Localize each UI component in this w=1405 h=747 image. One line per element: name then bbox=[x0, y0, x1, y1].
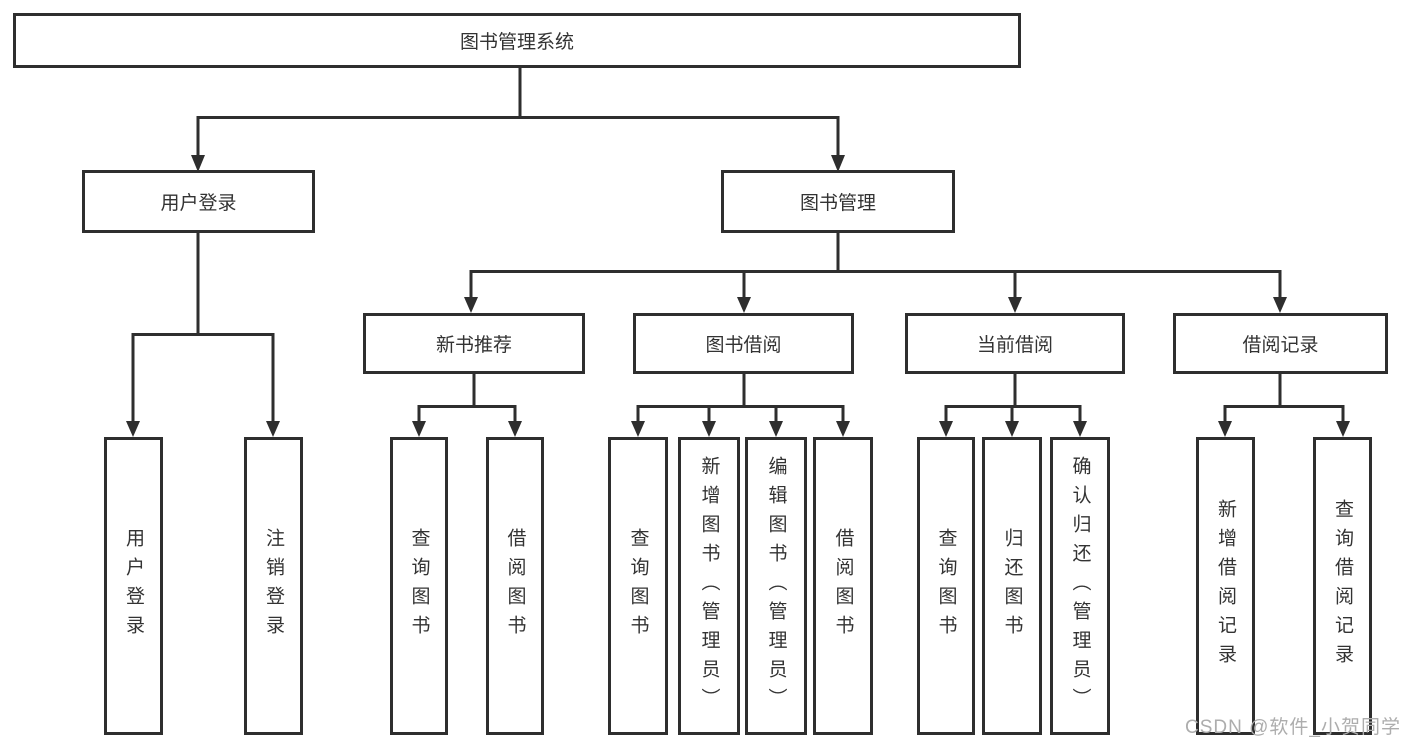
node-label: 借阅图书 bbox=[504, 528, 526, 644]
node-label: 新书推荐 bbox=[435, 335, 512, 356]
node-leaf-query-books-nb: 查询图书 bbox=[390, 437, 448, 735]
arrowhead-icon bbox=[126, 421, 140, 437]
csdn-watermark: CSDN @软件_小贺同学 bbox=[1185, 717, 1401, 738]
node-book-management: 图书管理 bbox=[721, 170, 955, 233]
node-library-management-system: 图书管理系统 bbox=[13, 13, 1021, 68]
node-label: 查询图书 bbox=[627, 528, 649, 644]
node-label: 确认归还（管理员） bbox=[1069, 455, 1091, 717]
arrowhead-group bbox=[126, 155, 1350, 437]
node-book-borrow: 图书借阅 bbox=[633, 313, 854, 374]
node-borrow-records: 借阅记录 bbox=[1173, 313, 1388, 374]
node-leaf-query-borrow-record: 查询借阅记录 bbox=[1313, 437, 1372, 735]
node-leaf-user-login: 用户登录 bbox=[104, 437, 163, 735]
node-new-book-recommend: 新书推荐 bbox=[363, 313, 585, 374]
node-label: 编辑图书（管理员） bbox=[765, 455, 787, 717]
node-label: 当前借阅 bbox=[976, 335, 1053, 356]
node-label: 用户登录 bbox=[123, 528, 144, 644]
arrowhead-icon bbox=[1336, 421, 1350, 437]
node-label: 注销登录 bbox=[263, 528, 284, 644]
arrowhead-icon bbox=[464, 297, 478, 313]
node-leaf-query-books-cb: 查询图书 bbox=[917, 437, 975, 735]
arrowhead-icon bbox=[702, 421, 716, 437]
node-label: 借阅图书 bbox=[832, 528, 854, 644]
node-label: 新增借阅记录 bbox=[1215, 499, 1236, 673]
arrowhead-icon bbox=[1218, 421, 1232, 437]
arrowhead-icon bbox=[412, 421, 426, 437]
arrowhead-icon bbox=[831, 155, 845, 172]
node-label: 借阅记录 bbox=[1242, 335, 1319, 356]
node-leaf-edit-books-admin: 编辑图书（管理员） bbox=[745, 437, 807, 735]
arrowhead-icon bbox=[1008, 297, 1022, 313]
node-user-login: 用户登录 bbox=[82, 170, 315, 233]
node-label: 图书管理系统 bbox=[459, 32, 574, 53]
arrowhead-icon bbox=[769, 421, 783, 437]
arrowhead-icon bbox=[191, 155, 205, 172]
node-leaf-logout: 注销登录 bbox=[244, 437, 303, 735]
node-label: 图书借阅 bbox=[705, 335, 782, 356]
node-label: 查询借阅记录 bbox=[1332, 499, 1353, 673]
node-leaf-borrow-books-nb: 借阅图书 bbox=[486, 437, 544, 735]
arrowhead-icon bbox=[836, 421, 850, 437]
node-label: 新增图书（管理员） bbox=[698, 455, 720, 717]
node-label: 图书管理 bbox=[799, 193, 876, 214]
arrowhead-icon bbox=[631, 421, 645, 437]
arrowhead-icon bbox=[508, 421, 522, 437]
node-leaf-add-borrow-record: 新增借阅记录 bbox=[1196, 437, 1255, 735]
node-leaf-query-books-bb: 查询图书 bbox=[608, 437, 668, 735]
node-label: 归还图书 bbox=[1001, 528, 1023, 644]
node-label: 查询图书 bbox=[935, 528, 957, 644]
node-label: 查询图书 bbox=[408, 528, 430, 644]
node-current-borrow: 当前借阅 bbox=[905, 313, 1125, 374]
node-label: 用户登录 bbox=[160, 193, 237, 214]
node-leaf-borrow-books-bb: 借阅图书 bbox=[813, 437, 873, 735]
connector-line-group bbox=[131, 68, 1345, 422]
node-leaf-return-books: 归还图书 bbox=[982, 437, 1042, 735]
arrowhead-icon bbox=[266, 421, 280, 437]
arrowhead-icon bbox=[1005, 421, 1019, 437]
node-leaf-confirm-return-admin: 确认归还（管理员） bbox=[1050, 437, 1110, 735]
arrowhead-icon bbox=[737, 297, 751, 313]
arrowhead-icon bbox=[1073, 421, 1087, 437]
arrowhead-icon bbox=[939, 421, 953, 437]
arrowhead-icon bbox=[1273, 297, 1287, 313]
node-leaf-add-books-admin: 新增图书（管理员） bbox=[678, 437, 740, 735]
